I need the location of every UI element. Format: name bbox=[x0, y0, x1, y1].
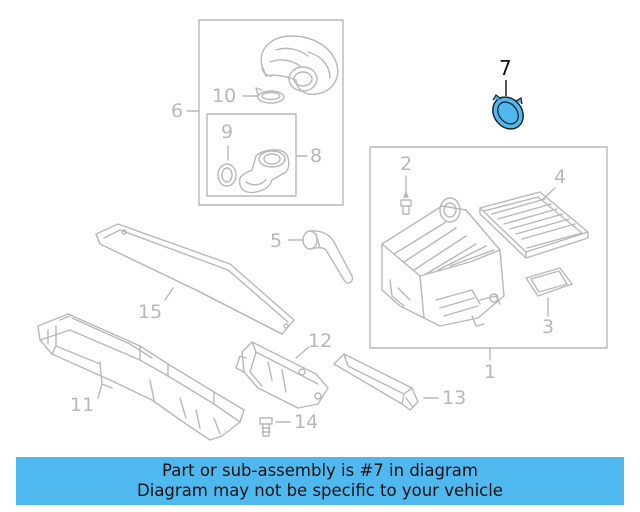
group-6-box bbox=[198, 19, 344, 206]
resonator-part-12 bbox=[235, 341, 329, 409]
banner-line-part-number: Part or sub-assembly is #7 in diagram bbox=[162, 461, 478, 480]
callout-11: 11 bbox=[70, 394, 95, 416]
bolt-part-14 bbox=[259, 417, 273, 437]
callout-12: 12 bbox=[308, 330, 333, 352]
gasket-part-3 bbox=[525, 267, 573, 297]
callout-13: 13 bbox=[442, 387, 467, 409]
elbow-pipe-part-8 bbox=[239, 149, 290, 194]
callout-9: 9 bbox=[221, 121, 234, 143]
callout-7: 7 bbox=[499, 56, 512, 80]
callout-5: 5 bbox=[270, 230, 283, 252]
air-cleaner-housing-part-1 bbox=[381, 197, 505, 327]
banner-line-disclaimer: Diagram may not be specific to your vehi… bbox=[137, 481, 503, 500]
lower-duct-part-11 bbox=[37, 313, 245, 441]
callout-2: 2 bbox=[400, 153, 413, 175]
callout-6: 6 bbox=[171, 100, 184, 122]
parts-diagram bbox=[37, 19, 608, 441]
callout-8: 8 bbox=[310, 145, 323, 167]
callout-3: 3 bbox=[542, 316, 555, 338]
air-filter-part-4 bbox=[479, 191, 589, 259]
callout-1: 1 bbox=[484, 361, 497, 383]
bolt-part-2 bbox=[400, 192, 412, 215]
o-ring-part-9 bbox=[217, 163, 237, 187]
seal-part-7-highlighted bbox=[492, 80, 524, 130]
hose-part-5 bbox=[302, 230, 354, 284]
callout-4: 4 bbox=[554, 166, 567, 188]
group-1-box bbox=[369, 146, 608, 349]
clamp-part-10 bbox=[255, 87, 285, 104]
callout-15: 15 bbox=[138, 301, 163, 323]
callout-14: 14 bbox=[294, 411, 319, 433]
cover-panel-part-15 bbox=[95, 223, 295, 335]
cover-strip-part-13 bbox=[333, 353, 419, 411]
callout-10: 10 bbox=[212, 85, 237, 107]
info-banner: Part or sub-assembly is #7 in diagram Di… bbox=[16, 457, 624, 505]
intake-duct-part-6 bbox=[260, 35, 339, 95]
group-8-box bbox=[206, 113, 297, 197]
